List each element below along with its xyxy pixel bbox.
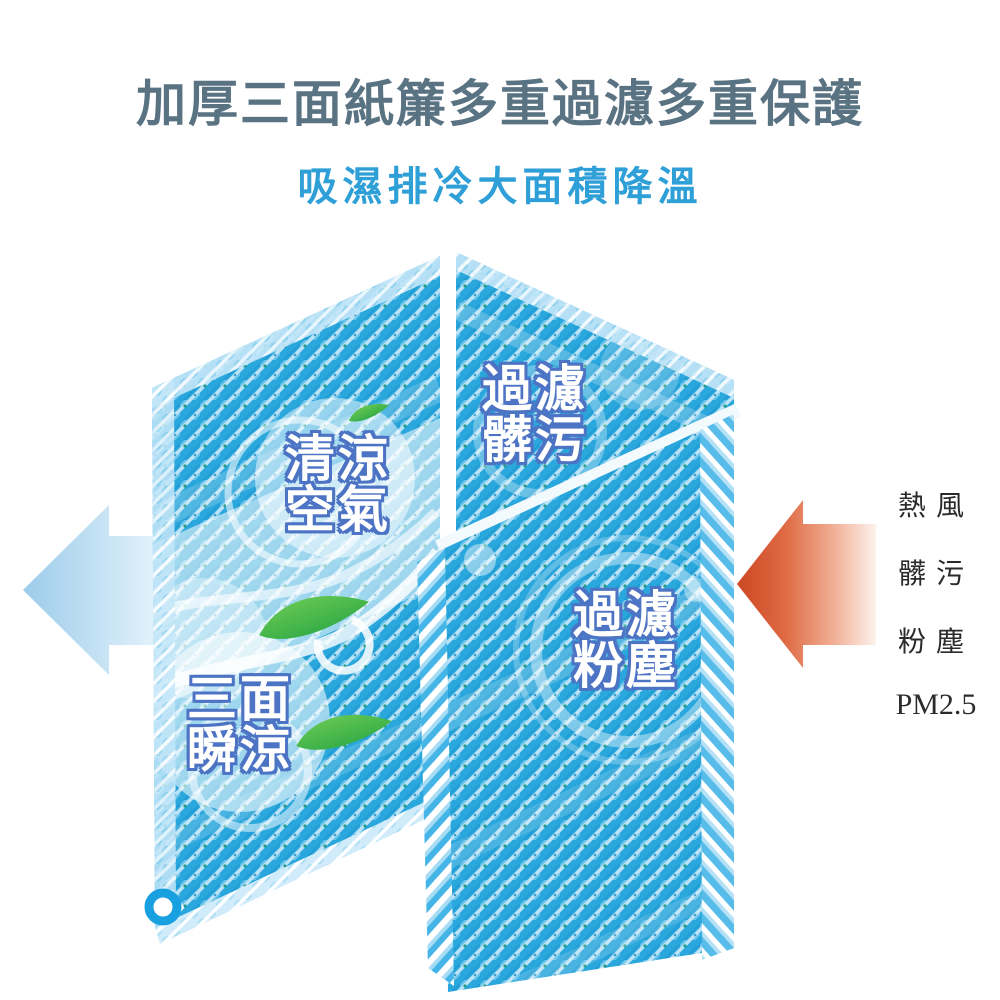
label-cool-air: 清涼 空氣 [258,434,418,536]
hot-air-item-hot-wind: 熱風 [897,491,974,522]
accordion-pleats-left [417,548,454,986]
label-three-side-cool-line2: 瞬涼 [187,722,293,778]
grommet-hole-icon [142,888,184,926]
leaf-icons [259,404,392,750]
label-three-side-cool-line1: 三面 [187,671,293,727]
label-filter-dirt: 過濾 髒污 [455,364,615,466]
label-filter-dirt-line1: 過濾 [482,361,588,417]
label-cool-air-line2: 空氣 [285,482,391,538]
label-filter-dust-line1: 過濾 [573,587,679,643]
label-filter-dust: 過濾 粉塵 [546,590,706,692]
hot-air-arrow-icon [737,500,876,668]
hot-air-item-dirt: 髒污 [897,559,974,590]
leaf-icon-bottom [296,714,392,750]
page-title: 加厚三面紙簾多重過濾多重保護 [136,76,864,132]
panel-right-filter-dust [417,414,734,992]
cool-air-arrow-icon [23,505,170,675]
label-three-side-cool: 三面 瞬涼 [160,674,320,776]
hot-air-item-dust: 粉塵 [897,627,974,658]
leaf-icon-middle [259,595,369,639]
label-filter-dirt-line2: 髒污 [482,412,588,468]
label-cool-air-line1: 清涼 [285,431,391,487]
ribbed-edge-right [700,414,734,960]
panel-left-cool [152,256,440,944]
hot-air-item-pm25: PM2.5 [895,688,977,721]
leaf-icon-small [348,404,390,422]
page-subtitle: 吸濕排冷大面積降溫 [297,165,703,209]
fold-ridge-highlight [435,403,741,554]
hot-air-pollutant-list: 熱風 髒污 粉塵 PM2.5 [876,484,996,722]
label-filter-dust-line2: 粉塵 [573,638,679,694]
